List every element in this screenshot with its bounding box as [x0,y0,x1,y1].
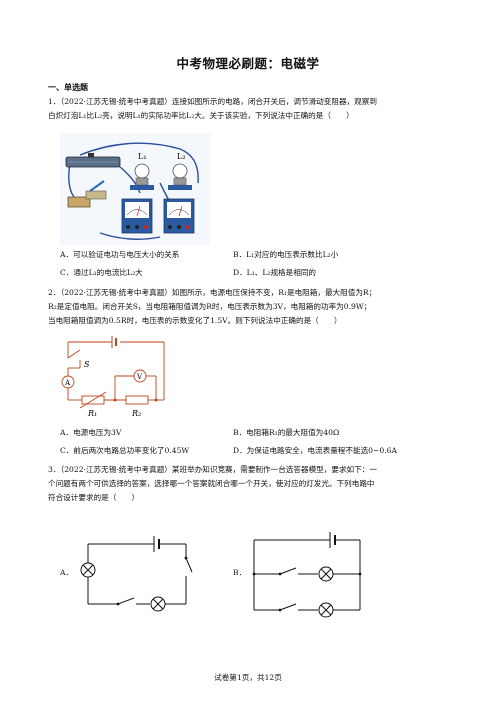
q2-option-a[interactable]: A．电源电压为3V [60,428,122,437]
page-title: 中考物理必刷题：电磁学 [176,56,320,71]
q3-option-a[interactable]: A． [60,568,74,577]
q2-circuit-diagram: S A V R₁ R₂ [61,336,165,418]
q1-text-line1: 1．（2022·江苏无锡·统考中考真题）连接如图所示的电路，闭合开关后，调节滑动… [48,97,377,106]
q3-option-b[interactable]: B． [233,568,247,577]
q1-option-d[interactable]: D．L₁、L₂规格是相同的 [233,268,317,277]
q2-label-r1: R₁ [87,409,97,418]
q2-label-s: S [84,360,90,369]
page-footer: 试卷第1页，共12页 [214,673,282,682]
q3-text-line1: 3．（2022·江苏无锡·统考中考真题）某班举办知识竞赛，需要制作一台选答器模型… [48,465,377,474]
q2-option-c[interactable]: C．前后两次电路总功率变化了0.45W [60,446,190,455]
bulb-icon [168,163,192,190]
bulb-icon [130,163,154,190]
q2-option-b[interactable]: B．电阻箱R₁的最大阻值为40Ω [233,428,340,437]
q1-text-line2: 白炽灯泡L₁比L₂亮，说明L₁的实际功率比L₂大。关于该实验，下列说法中正确的是… [48,111,354,120]
q2-label-v: V [136,373,143,381]
q3-text-line2: 个问题有两个可供选择的答案，选择哪一个答案就闭合哪一个开关，使对应的灯发光。下列… [48,479,375,488]
q2-label-a: A [64,379,71,387]
q3-circuit-b [252,532,362,618]
q1-option-b[interactable]: B．L₁对应的电压表示数比L₂小 [233,250,339,259]
battery-icon [67,196,91,208]
switch-icon [85,190,107,200]
q2-label-r2: R₂ [131,409,141,418]
q1-option-a[interactable]: A．可以验证电功与电压大小的关系 [60,250,180,259]
voltmeter-icon [163,198,195,234]
q2-text-line3: 当电阻箱阻值调为0.5R时，电压表的示数变化了1.5V。则下列说法中正确的是（ … [48,316,342,325]
q2-text-line1: 2．（2022·江苏无锡·统考中考真题）如图所示，电源电压保持不变，R₁是电阻箱… [48,288,377,297]
section-heading: 一、单选题 [48,83,88,92]
q1-option-c[interactable]: C．通过L₁的电流比L₂大 [60,268,143,277]
q1-circuit-photo: L₁ L₂ [60,133,210,245]
q1-label-l2: L₂ [177,152,186,161]
q1-label-l1: L₁ [138,152,147,161]
q3-text-line3: 符合设计要求的是（ ） [48,493,140,502]
q2-option-d[interactable]: D．为保证电路安全，电流表量程不能选0~0.6A [233,446,397,455]
q2-text-line2: R₂是定值电阻。闭合开关S，当电阻箱阻值调为R时，电压表示数为3V，电阻箱的功率… [48,302,372,311]
voltmeter-icon [121,198,153,234]
q3-circuit-a [80,536,193,612]
